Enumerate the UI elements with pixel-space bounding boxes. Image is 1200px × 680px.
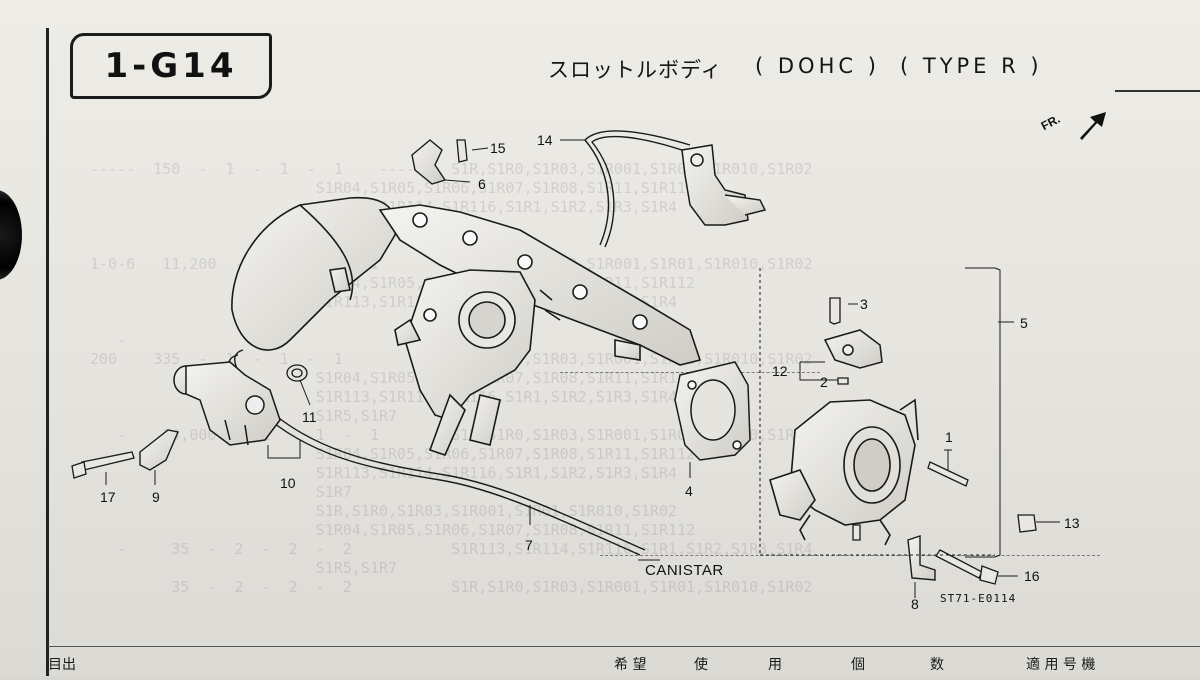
intake-manifold	[231, 196, 702, 456]
spec-dohc: ( DOHC )	[755, 54, 880, 78]
callout-3: 3	[860, 296, 868, 312]
callout-1: 1	[945, 429, 953, 445]
throttle-body-gasket	[674, 361, 751, 461]
callout-7: 7	[525, 537, 533, 553]
iacv-gasket	[286, 364, 308, 382]
callout-14: 14	[537, 132, 553, 148]
callout-6: 6	[478, 176, 486, 192]
footer-for-col: 用	[768, 657, 782, 673]
canistar-label: CANISTAR	[645, 562, 724, 579]
page-frame-top-right	[1115, 90, 1200, 92]
drawing-reference: ST71-E0114	[940, 592, 1017, 605]
callout-17: 17	[100, 489, 116, 505]
fast-idle-valve	[681, 144, 767, 226]
callout-15: 15	[490, 140, 506, 156]
callout-12: 12	[772, 363, 788, 379]
footer-qty-col: 数	[930, 657, 944, 673]
callout-8: 8	[911, 596, 919, 612]
footer-applicable-col: 適 用 号 機	[1026, 657, 1096, 673]
callout-10: 10	[280, 475, 296, 491]
fr-arrow-icon	[1080, 112, 1106, 140]
binder-hole	[0, 190, 22, 280]
footer-divider	[48, 646, 1200, 647]
callout-2: 2	[820, 374, 828, 390]
table-footer-header: 目出 希 望 使 用 個 数 適 用 号 機	[0, 646, 1200, 676]
footer-left-label: 目出	[48, 657, 76, 673]
page-frame-left	[46, 28, 49, 676]
breather-hose	[584, 130, 691, 248]
callout-13: 13	[1064, 515, 1080, 531]
section-code: 1-G14	[104, 46, 238, 86]
iacv-valve	[173, 361, 281, 446]
callout-11: 11	[302, 409, 317, 425]
footer-hope-col: 希 望	[614, 657, 647, 673]
page-title: スロットルボディ	[548, 58, 723, 82]
brackets	[139, 139, 936, 581]
spec-type-r: ( TYPE R )	[900, 54, 1043, 78]
footer-use-col: 使	[694, 657, 708, 673]
callout-9: 9	[152, 489, 160, 505]
footer-pcs-col: 個	[851, 657, 865, 673]
section-code-box: 1-G14	[70, 33, 272, 99]
bolts	[71, 139, 1037, 585]
leader-lines	[105, 139, 1060, 598]
callout-5: 5	[1020, 315, 1028, 331]
bleed-through-text: ----- 150 - 1 - 1 - 1 ----- S1R,S1R0,S1R…	[90, 160, 813, 596]
throttle-body	[769, 398, 919, 546]
callout-16: 16	[1024, 568, 1040, 584]
tps-sensor	[823, 329, 883, 369]
callout-4: 4	[685, 483, 693, 499]
